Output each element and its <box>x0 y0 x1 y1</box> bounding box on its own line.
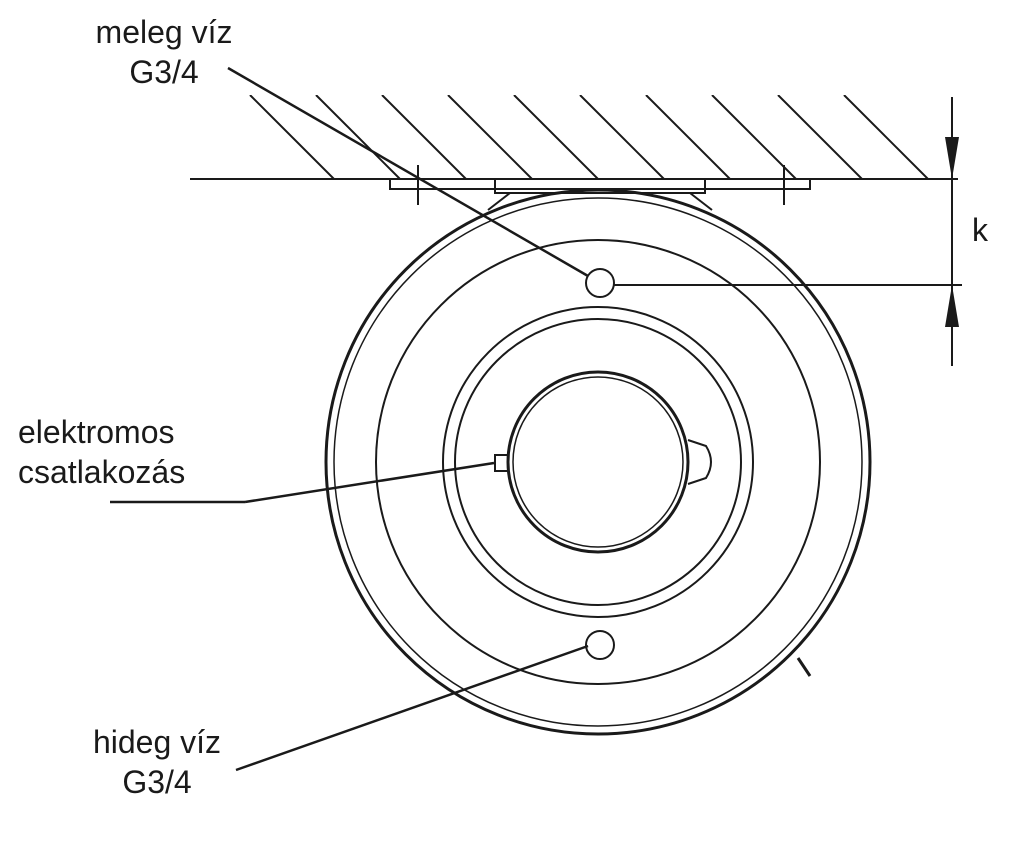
flange-ring <box>375 239 821 685</box>
cold-water-leader <box>235 644 589 772</box>
electric-terminal <box>494 454 509 472</box>
shell-tab <box>796 657 812 677</box>
hot-water-pipe <box>585 268 615 298</box>
shell-rim <box>333 197 863 727</box>
thermostat-knob <box>687 439 712 485</box>
cold-water-label-line1: hideg víz <box>92 724 222 760</box>
heating-element-cover <box>506 370 690 554</box>
inner-ring-inner <box>454 318 742 606</box>
mounting-bracket <box>389 165 811 211</box>
cold-water-label-line2: G3/4 <box>122 764 192 800</box>
wall-hatching <box>249 95 929 179</box>
inner-ring-outer <box>442 306 754 618</box>
dimension-k <box>614 97 962 366</box>
outer-shell <box>324 188 872 736</box>
electric-label-line1: elektromos <box>18 414 175 450</box>
hot-water-leader <box>227 66 589 278</box>
hot-water-label-line1: meleg víz <box>95 14 233 50</box>
cold-water-label: hideg víz G3/4 <box>57 722 257 802</box>
center-inner-circle <box>512 376 684 548</box>
boiler-body <box>324 188 872 736</box>
cold-water-pipe <box>585 630 615 660</box>
hot-water-label: meleg víz G3/4 <box>64 12 264 92</box>
dimension-arrows <box>945 137 959 327</box>
dimension-k-label: k <box>972 212 988 248</box>
electric-leader-diagonal <box>244 461 495 504</box>
electric-label-line2: csatlakozás <box>18 454 186 490</box>
electric-connection-label: elektromos csatlakozás <box>18 412 185 492</box>
leader-lines <box>110 66 589 772</box>
hot-water-label-line2: G3/4 <box>129 54 199 90</box>
